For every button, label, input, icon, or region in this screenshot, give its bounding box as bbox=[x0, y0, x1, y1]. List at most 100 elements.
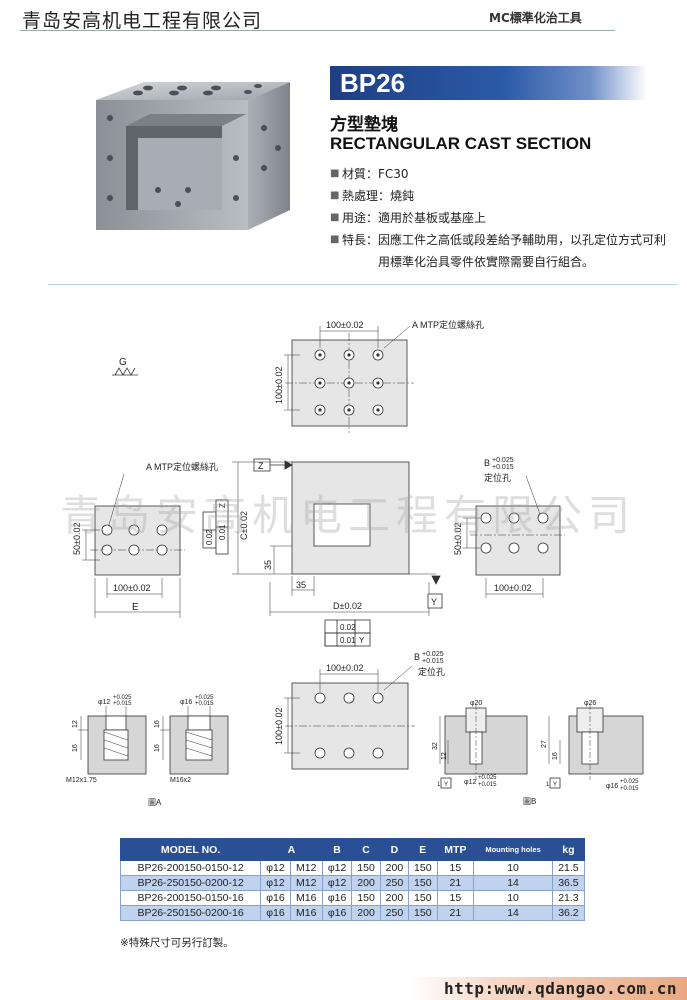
bottom-view-callout-b: B bbox=[414, 652, 420, 662]
detail-a1-thread: M12x1.75 bbox=[66, 777, 97, 784]
detail-b2-depth-27: 27 bbox=[541, 740, 548, 748]
company-name: 青岛安高机电工程有限公司 bbox=[22, 10, 263, 32]
spec-item: ■ 用途： 適用於基板或基座上 bbox=[330, 207, 675, 229]
right-view-width-dim: 100±0.02 bbox=[494, 583, 531, 593]
right-view-height-dim: 50±0.02 bbox=[453, 523, 463, 555]
perpendicularity-tolerance: 0.01 bbox=[218, 524, 227, 540]
spec-item: ■ 特長： 因應工件之高低或段差給予輔助用，以孔定位方式可利用標準化治具零件依實… bbox=[330, 229, 675, 273]
table-cell: 200 bbox=[379, 890, 410, 906]
table-cell: φ16 bbox=[321, 905, 353, 921]
detail-b1-top-diameter: φ20 bbox=[470, 700, 482, 707]
bottom-view-width-dim: 100±0.02 bbox=[326, 663, 363, 673]
detail-a1-depth-12: 12 bbox=[72, 720, 79, 728]
spec-value: 適用於基板或基座上 bbox=[378, 211, 487, 225]
table-cell: BP26-200150-0150-16 bbox=[119, 890, 262, 906]
product-code-banner: BP26 bbox=[330, 66, 647, 100]
detail-a2-tol-upper: +0.025 bbox=[195, 695, 214, 701]
detail-b2-tol-upper: +0.025 bbox=[620, 779, 639, 785]
spec-value: FC30 bbox=[378, 167, 409, 181]
table-cell: φ12 bbox=[260, 860, 291, 876]
detail-a1-tol-upper: +0.025 bbox=[113, 695, 132, 701]
table-cell: 200 bbox=[351, 875, 381, 891]
parallelism-tolerance: 0.02 bbox=[205, 529, 214, 545]
table-cell: 150 bbox=[408, 860, 438, 876]
watermark: 青岛安高机电工程有限公司 bbox=[60, 491, 637, 540]
table-cell: 150 bbox=[351, 860, 381, 876]
left-view-holes bbox=[101, 524, 168, 556]
bottom-tolerance-datum: Y bbox=[359, 636, 365, 645]
product-title-cn: 方型墊塊 bbox=[330, 115, 398, 135]
website-url: http:www.qdangao.com.cn bbox=[443, 979, 677, 998]
table-row: BP26-200150-0150-12 φ12 M12 φ12 150 200 … bbox=[119, 860, 586, 876]
left-view-height-dim: 50±0.02 bbox=[72, 523, 82, 555]
left-view-width-dim: 100±0.02 bbox=[113, 583, 150, 593]
table-cell: 15 bbox=[436, 860, 475, 876]
table-cell: 10 bbox=[473, 890, 553, 906]
table-cell: 36.2 bbox=[551, 905, 586, 921]
table-cell: φ16 bbox=[260, 890, 291, 906]
detail-a1-tol-lower: +0.015 bbox=[113, 701, 132, 707]
column-header: Mounting holes bbox=[473, 838, 553, 861]
column-header: E bbox=[408, 838, 438, 861]
detail-b1-tol-upper: +0.025 bbox=[478, 775, 497, 781]
table-cell: 21 bbox=[436, 875, 475, 891]
column-header: A bbox=[260, 838, 323, 861]
detail-a2-diameter: φ16 bbox=[180, 699, 192, 706]
column-header: B bbox=[321, 838, 353, 861]
detail-a1-diameter: φ12 bbox=[98, 699, 110, 706]
surface-symbol-label: G bbox=[119, 357, 127, 368]
detail-b bbox=[439, 704, 644, 789]
product-photo bbox=[96, 82, 290, 230]
detail-a1-depth-16: 16 bbox=[72, 744, 79, 752]
table-cell: M12 bbox=[289, 875, 323, 891]
top-view-hole-centers bbox=[318, 353, 380, 412]
table-cell: φ16 bbox=[260, 905, 291, 921]
front-view-c-dim: C±0.02 bbox=[239, 511, 249, 540]
right-view-callout-label: 定位孔 bbox=[484, 472, 511, 483]
spec-table: MODEL NO. A B C D E MTP Mounting holes k… bbox=[119, 838, 586, 921]
header-divider bbox=[20, 30, 615, 31]
table-cell: 250 bbox=[379, 875, 410, 891]
table-row: BP26-200150-0150-16 φ16 M16 φ16 150 200 … bbox=[119, 890, 586, 906]
table-cell: 21 bbox=[436, 905, 475, 921]
table-cell: φ12 bbox=[260, 875, 291, 891]
square-bullet-icon: ■ bbox=[330, 212, 340, 223]
table-cell: 200 bbox=[351, 905, 381, 921]
column-header: C bbox=[351, 838, 381, 861]
column-header: D bbox=[379, 838, 410, 861]
detail-b2-top-diameter: φ26 bbox=[584, 700, 596, 707]
spec-item: ■ 熱處理： 燒鈍 bbox=[330, 185, 675, 207]
right-view-callout-b: B bbox=[484, 458, 490, 468]
detail-b2-datum: Y bbox=[553, 782, 557, 788]
spec-list: ■ 材質： FC30 ■ 熱處理： 燒鈍 ■ 用途： 適用於基板或基座上 ■ 特… bbox=[330, 163, 675, 273]
spec-key: 材質： bbox=[342, 167, 379, 181]
right-view-tolerance-upper: +0.025 bbox=[492, 457, 514, 464]
spec-key: 特長： bbox=[342, 233, 379, 247]
column-header: MTP bbox=[436, 838, 475, 861]
table-cell: 14 bbox=[473, 905, 553, 921]
bottom-parallelism-tolerance: 0.02 bbox=[340, 623, 356, 632]
square-bullet-icon: ■ bbox=[330, 190, 340, 201]
table-row: BP26-250150-0200-16 φ16 M16 φ16 200 250 … bbox=[119, 905, 586, 921]
datum-z-label: Z bbox=[258, 461, 264, 471]
table-cell: M16 bbox=[289, 890, 323, 906]
square-bullet-icon: ■ bbox=[330, 234, 340, 245]
table-cell: 150 bbox=[351, 890, 381, 906]
left-view bbox=[82, 473, 185, 618]
spec-key: 用途： bbox=[342, 211, 379, 225]
detail-b1-datum: Y bbox=[444, 782, 448, 788]
table-cell: 200 bbox=[379, 860, 410, 876]
table-cell: M16 bbox=[289, 905, 323, 921]
table-cell: 150 bbox=[408, 890, 438, 906]
right-view-tolerance-lower: +0.015 bbox=[492, 464, 514, 471]
table-cell: φ12 bbox=[321, 875, 353, 891]
table-cell: 21.5 bbox=[551, 860, 586, 876]
front-view bbox=[202, 458, 443, 647]
table-cell: 150 bbox=[408, 875, 438, 891]
detail-b2-tol-lower: +0.015 bbox=[620, 786, 639, 792]
detail-a2-tol-lower: +0.015 bbox=[195, 701, 214, 707]
bottom-view-callout-label: 定位孔 bbox=[418, 666, 445, 677]
table-cell: 36.5 bbox=[551, 875, 586, 891]
bottom-perpendicularity-tolerance: 0.01 bbox=[340, 636, 356, 645]
detail-b2-depth-16: 16 bbox=[552, 752, 559, 760]
